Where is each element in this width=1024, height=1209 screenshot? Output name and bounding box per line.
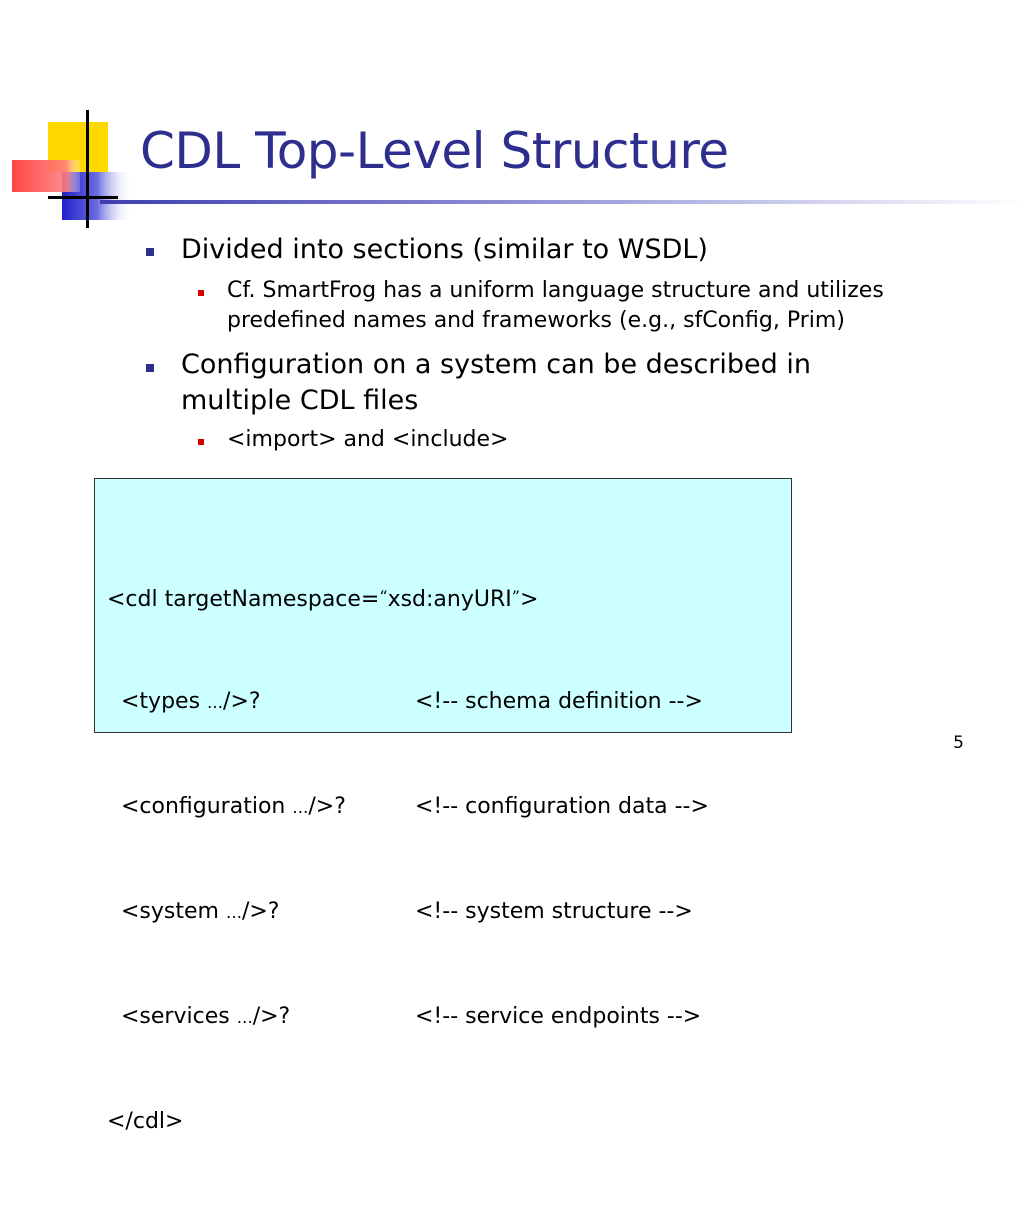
bullet-2-line2: multiple CDL files — [181, 385, 419, 416]
bullet-2-line1: Configuration on a system can be describ… — [181, 349, 811, 380]
sub-bullet-marker-icon — [198, 290, 204, 296]
code-text: xsd:anyURI — [387, 587, 512, 612]
bullet-marker-icon — [146, 364, 154, 372]
sub-bullet-2-text: <import> and <include> — [227, 427, 509, 452]
code-line-root-close: </cdl> — [107, 1104, 183, 1139]
code-text: />? — [223, 689, 261, 714]
page-number: 5 — [953, 733, 964, 753]
code-ellipsis: … — [225, 903, 242, 922]
code-text: <services — [107, 1004, 237, 1029]
sub-bullet-marker-icon — [198, 439, 204, 445]
code-ellipsis: … — [292, 798, 309, 817]
code-line-root-open: <cdl targetNamespace=“xsd:anyURI”> — [107, 579, 538, 614]
code-text: <system — [107, 899, 226, 924]
bullet-1-text: Divided into sections (similar to WSDL) — [181, 234, 708, 265]
code-line-types: <types …/>? <!-- schema definition --> — [107, 684, 703, 719]
code-line-configuration: <configuration …/>? <!-- configuration d… — [107, 789, 709, 824]
slide-title: CDL Top-Level Structure — [140, 122, 729, 180]
code-comment: <!-- schema definition --> — [415, 689, 703, 714]
slide: CDL Top-Level Structure Divided into sec… — [12, 110, 1024, 1134]
sub-bullet-1-line1: Cf. SmartFrog has a uniform language str… — [227, 278, 884, 303]
code-text: <types — [107, 689, 208, 714]
title-divider — [100, 200, 1024, 204]
code-comment: <!-- system structure --> — [415, 899, 693, 924]
code-ellipsis: … — [236, 1008, 253, 1027]
code-block: <cdl targetNamespace=“xsd:anyURI”> <type… — [107, 509, 709, 1209]
slide-logo-icon — [12, 110, 132, 228]
code-text: </cdl> — [107, 1109, 184, 1134]
code-line-system: <system …/>? <!-- system structure --> — [107, 894, 693, 929]
code-text: />? — [241, 899, 280, 924]
code-text: />? — [252, 1004, 291, 1029]
code-text: <configuration — [107, 794, 293, 819]
code-line-services: <services …/>? <!-- service endpoints --… — [107, 999, 701, 1034]
code-ellipsis: … — [207, 693, 224, 712]
code-quote: ” — [511, 587, 520, 606]
code-box: <cdl targetNamespace=“xsd:anyURI”> <type… — [94, 478, 792, 1134]
code-comment: <!-- configuration data --> — [415, 794, 709, 819]
code-text: />? — [308, 794, 346, 819]
sub-bullet-1-line2: predefined names and frameworks (e.g., s… — [227, 308, 845, 333]
code-text: > — [519, 587, 539, 612]
code-text: <cdl targetNamespace= — [107, 587, 380, 612]
code-comment: <!-- service endpoints --> — [415, 1004, 702, 1029]
bullet-marker-icon — [146, 248, 154, 256]
code-quote: “ — [379, 587, 388, 606]
